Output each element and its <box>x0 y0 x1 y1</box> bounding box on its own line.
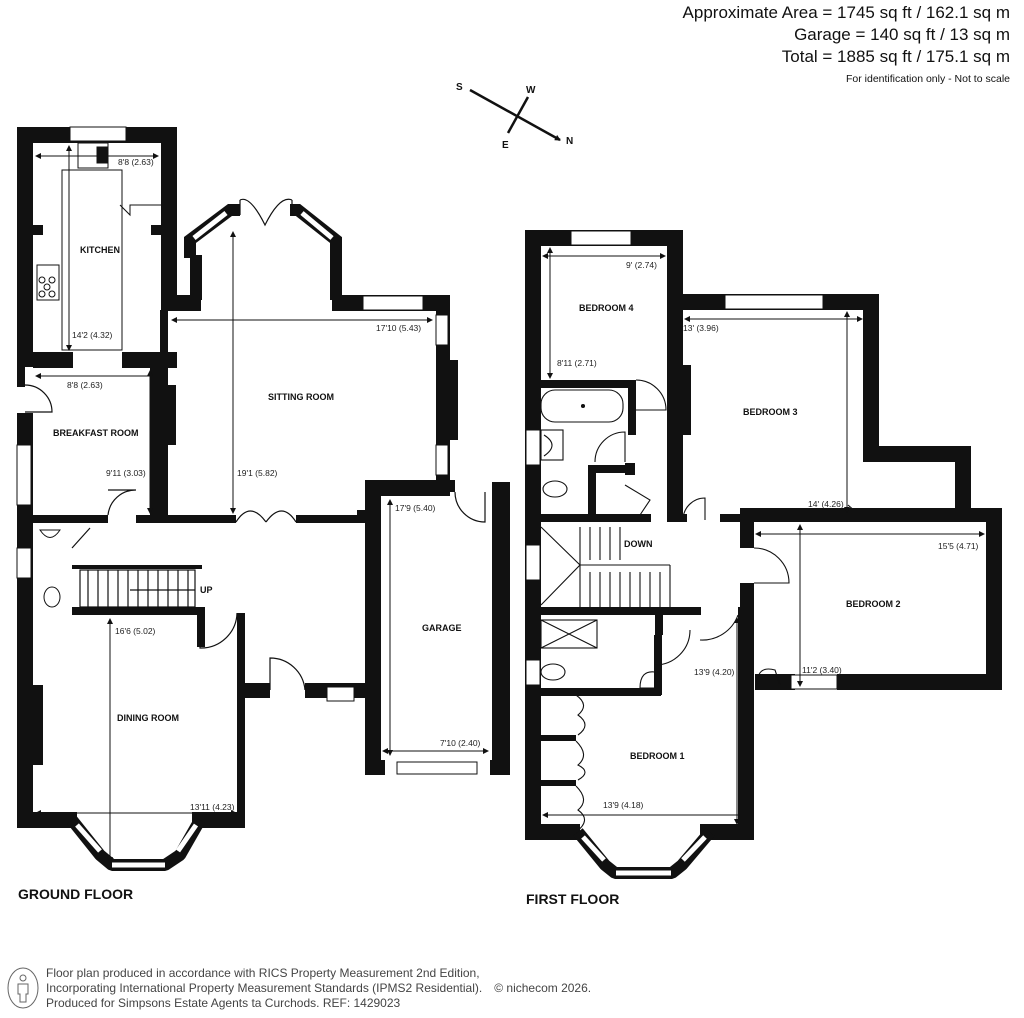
bedroom3-width: 13' (3.96) <box>683 323 719 333</box>
bedroom2-length: 11'2 (3.40) <box>802 665 842 675</box>
ground-floor-dimensions <box>35 145 489 863</box>
compass-s: S <box>456 82 463 93</box>
breakfast-width: 8'8 (2.63) <box>67 380 103 390</box>
footer-line-2: Incorporating International Property Mea… <box>46 981 483 995</box>
bedroom3-label: BEDROOM 3 <box>743 407 798 417</box>
bedroom2-label: BEDROOM 2 <box>846 599 901 609</box>
compass-icon: S W E N <box>456 82 573 151</box>
garage-length: 17'9 (5.40) <box>395 503 436 513</box>
bedroom1-label: BEDROOM 1 <box>630 751 685 761</box>
kitchen-length: 14'2 (4.32) <box>72 330 113 340</box>
garage-area: Garage = 140 sq ft / 13 sq m <box>794 25 1010 44</box>
garage-label: GARAGE <box>422 623 462 633</box>
bedroom4-label: BEDROOM 4 <box>579 303 634 313</box>
first-floor-walls <box>525 230 1002 840</box>
garage-width: 7'10 (2.40) <box>440 738 481 748</box>
bedroom4-width: 9' (2.74) <box>626 260 657 270</box>
bedroom3-length: 14' (4.26) <box>808 499 844 509</box>
first-floor-windows <box>525 230 838 690</box>
sitting-room-bay <box>184 198 342 300</box>
dining-room-label: DINING ROOM <box>117 713 179 723</box>
approximate-area: Approximate Area = 1745 sq ft / 162.1 sq… <box>682 3 1010 22</box>
dining-room-bay <box>67 816 206 871</box>
kitchen-fixtures <box>36 142 162 608</box>
ground-floor-doors <box>24 384 486 691</box>
stairs-up-label: UP <box>200 585 213 595</box>
first-floor-dimensions <box>542 247 985 825</box>
bedroom1-length: 13'9 (4.20) <box>694 667 735 677</box>
breakfast-length: 9'11 (3.03) <box>106 468 146 478</box>
first-floor-title: FIRST FLOOR <box>526 891 620 907</box>
total-area: Total = 1885 sq ft / 175.1 sq m <box>781 47 1010 66</box>
footer-line-3: Produced for Simpsons Estate Agents ta C… <box>46 996 401 1010</box>
compass-w: W <box>526 85 536 96</box>
stairs-down-label: DOWN <box>624 539 653 549</box>
footer-line-1: Floor plan produced in accordance with R… <box>46 966 480 980</box>
bedroom2-width: 15'5 (4.71) <box>938 541 979 551</box>
person-icon <box>7 967 39 1009</box>
ground-floor-title: GROUND FLOOR <box>18 886 134 902</box>
footer-copyright: © nichecom 2026. <box>494 981 592 995</box>
bedroom4-length: 8'11 (2.71) <box>557 358 597 368</box>
sitting-room-label: SITTING ROOM <box>268 392 334 402</box>
kitchen-label: KITCHEN <box>80 245 120 255</box>
dining-width: 13'11 (4.23) <box>190 802 235 812</box>
scale-note: For identification only - Not to scale <box>846 73 1010 85</box>
first-floor-fixtures <box>540 379 866 833</box>
bedroom1-width: 13'9 (4.18) <box>603 800 644 810</box>
sitting-length: 19'1 (5.82) <box>237 468 278 478</box>
breakfast-room-label: BREAKFAST ROOM <box>53 428 139 438</box>
compass-n: N <box>566 136 573 147</box>
footer: Floor plan produced in accordance with R… <box>6 966 591 1011</box>
area-summary: Approximate Area = 1745 sq ft / 162.1 sq… <box>683 2 1010 86</box>
bedroom1-bay <box>573 828 715 879</box>
compass-e: E <box>502 140 509 151</box>
sitting-width: 17'10 (5.43) <box>376 323 421 333</box>
dining-length: 16'6 (5.02) <box>115 626 156 636</box>
kitchen-width: 8'8 (2.63) <box>118 157 154 167</box>
ground-floor-windows <box>16 126 478 775</box>
